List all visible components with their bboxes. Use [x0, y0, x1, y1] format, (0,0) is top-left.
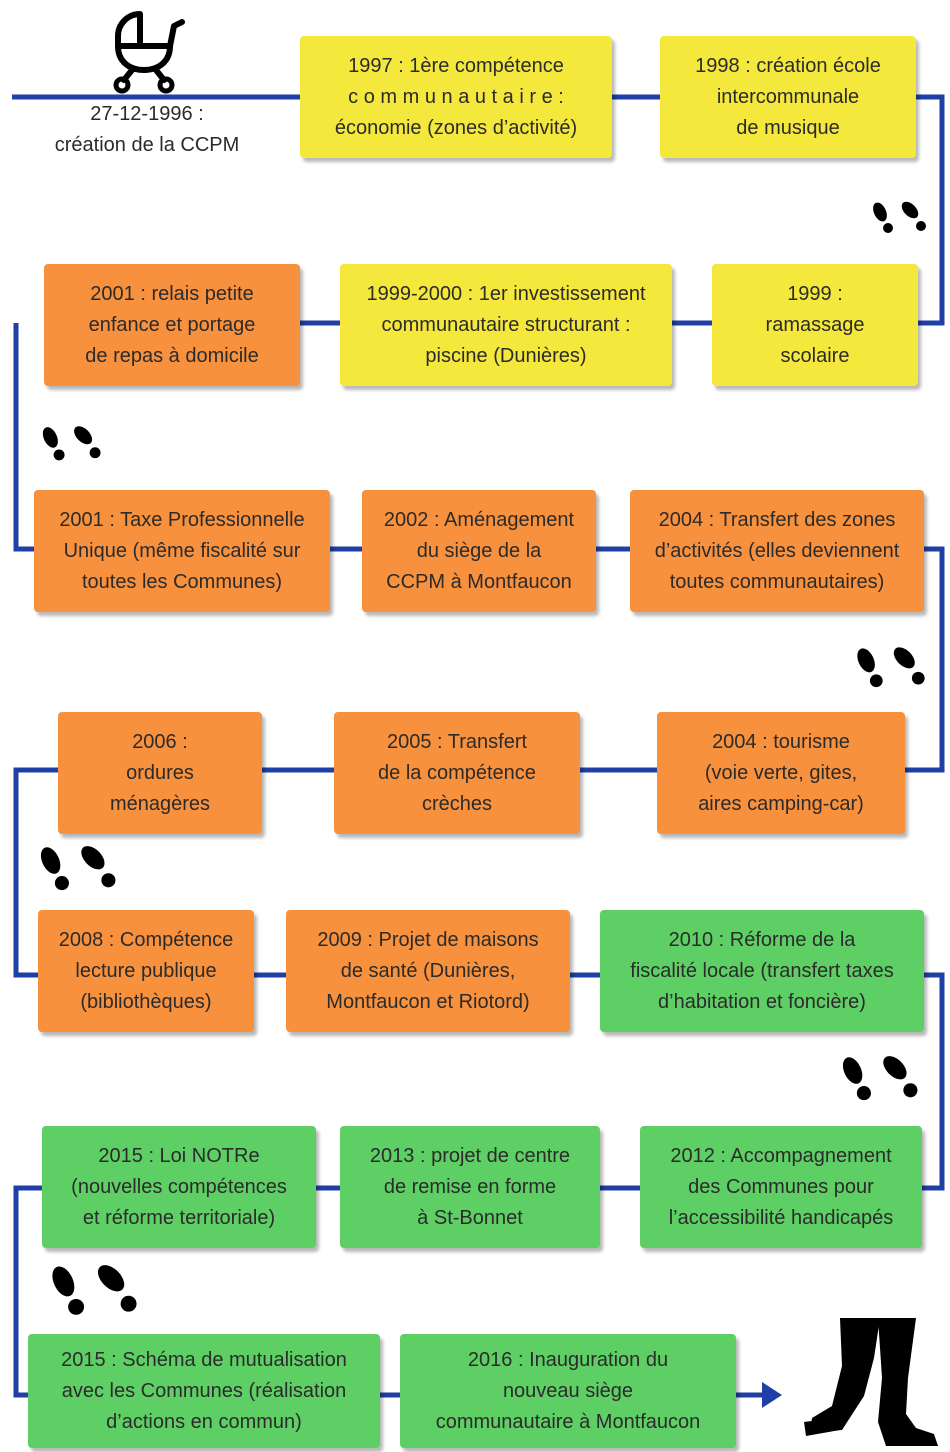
- walking-legs-icon: [804, 1318, 938, 1446]
- event-2009-box: 2009 : Projet de maisons de santé (Duniè…: [286, 910, 570, 1032]
- event-2013-box: 2013 : projet de centre de remise en for…: [340, 1126, 600, 1248]
- event-1999-box: 1999 : ramassage scolaire: [712, 264, 918, 386]
- timeline-end-arrowhead: [762, 1382, 782, 1408]
- event-2002-box: 2002 : Aménagement du siège de la CCPM à…: [362, 490, 596, 612]
- start-date-label: 27-12-1996 : création de la CCPM: [54, 103, 240, 156]
- footprints-icon: [42, 426, 101, 461]
- footprints-icon: [842, 1056, 918, 1101]
- event-2001-relais-box: 2001 : relais petite enfance et portage …: [44, 264, 300, 386]
- event-2001-taxe-box: 2001 : Taxe Professionnelle Unique (même…: [34, 490, 330, 612]
- footprints-icon: [857, 647, 925, 688]
- footprints-icon: [40, 846, 116, 891]
- timeline-path: [12, 94, 945, 1398]
- event-1997-box: 1997 : 1ère compétence c o m m u n a u t…: [300, 36, 612, 158]
- event-2004-tourisme-box: 2004 : tourisme (voie verte, gites, aire…: [657, 712, 905, 834]
- event-2004-zones-box: 2004 : Transfert des zones d’activités (…: [630, 490, 924, 612]
- event-2005-box: 2005 : Transfert de la compétence crèche…: [334, 712, 580, 834]
- event-1998-box: 1998 : création école intercommunale de …: [660, 36, 916, 158]
- event-2008-box: 2008 : Compétence lecture publique (bibl…: [38, 910, 254, 1032]
- event-2012-box: 2012 : Accompagnement des Communes pour …: [640, 1126, 922, 1248]
- event-2006-box: 2006 : ordures ménagères: [58, 712, 262, 834]
- event-2010-box: 2010 : Réforme de la fiscalité locale (t…: [600, 910, 924, 1032]
- event-2015-notre-box: 2015 : Loi NOTRe (nouvelles compétences …: [42, 1126, 316, 1248]
- event-2015-schema-box: 2015 : Schéma de mutualisation avec les …: [28, 1334, 380, 1448]
- event-1999-2000-box: 1999-2000 : 1er investissement communaut…: [340, 264, 672, 386]
- event-2016-box: 2016 : Inauguration du nouveau siège com…: [400, 1334, 736, 1448]
- baby-carriage-icon: [113, 11, 185, 94]
- footprints-icon: [873, 201, 926, 233]
- footprints-icon: [52, 1265, 137, 1315]
